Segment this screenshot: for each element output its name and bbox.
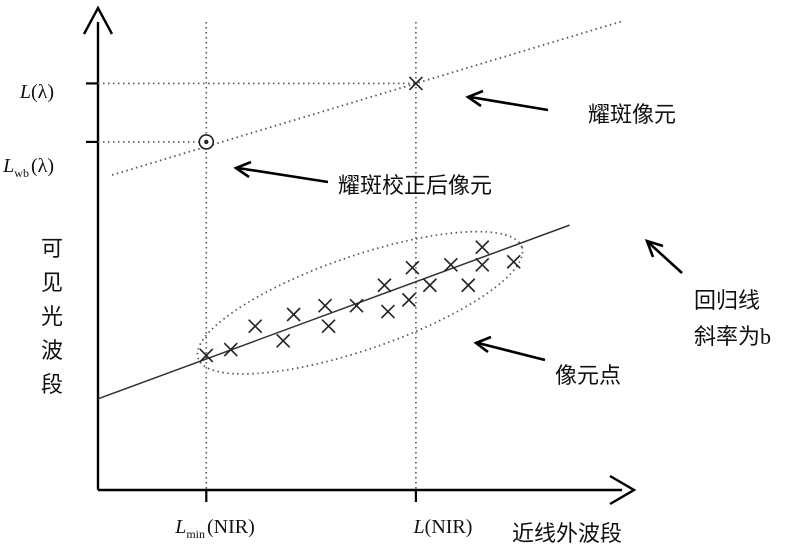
pixel-marker [422,278,437,293]
guide-lines [98,22,417,490]
pixel-marker-stroke [223,342,238,357]
plot-layer [97,20,623,400]
pixel-marker-stroke [405,260,420,275]
flare-line [111,20,623,176]
pixel-marker [475,257,490,272]
pixel-marker-stroke [461,278,476,293]
pixel-marker [475,240,490,255]
pixel-marker-stroke [377,278,392,293]
annotation-arrows [233,89,683,362]
annotation-flare: 耀斑像元 [588,102,676,127]
corrected-pixel-marker [198,134,215,150]
tick-marks [86,82,417,502]
y-axis-arrowhead [82,5,114,35]
pixel-marker-stroke [321,319,336,334]
pixel-marker-stroke [318,298,333,313]
pixel-marker-stroke [443,257,458,272]
y-tick-label-lambda: L(λ) [19,81,54,103]
arrow-pixel-point [473,335,546,362]
corrected-pixel-dot [204,139,209,145]
pixel-marker-stroke [380,304,396,319]
x-tick-label-lmin: Lmin(NIR) [174,516,255,541]
pixel-marker-stroke [286,307,301,322]
regression-line [97,224,570,400]
y-axis-title-char: 可 [41,236,63,261]
flare-pixel-marker [408,76,423,91]
pixel-marker [318,298,333,313]
pixel-marker-stroke [475,240,490,255]
annotation-regression-line2: 斜率为b [694,324,771,349]
pixel-marker [443,257,458,272]
pixel-marker [405,260,420,275]
pixel-marker [349,298,364,313]
x-axis-title: 近线外波段 [512,521,622,546]
pixel-marker-stroke [248,319,263,334]
arrow-corrected [233,160,329,184]
pixel-marker [380,304,396,319]
pixel-marker-stroke [401,292,416,307]
pixel-marker [401,292,416,307]
y-axis-title-char: 波 [41,338,63,363]
pixel-marker [199,348,214,363]
pixel-marker [321,319,336,334]
pixel-marker-stroke [349,298,364,313]
pixel-marker-stroke [199,348,214,363]
pixel-marker-stroke [276,333,291,348]
y-axis-title-char: 光 [41,304,63,329]
pixel-cluster-ellipse [196,230,524,375]
annotation-regression-line1: 回归线 [694,288,760,313]
flare-pixel-marker-stroke [408,76,423,91]
y-axis-title-char: 段 [41,372,63,397]
pixel-marker-stroke [422,278,437,293]
marker-layer [198,76,521,363]
y-axis-title-char: 见 [41,270,63,295]
pixel-marker [377,278,392,293]
pixel-marker [248,319,263,334]
x-axis-arrowhead [609,474,637,506]
annotation-corrected: 耀斑校正后像元 [338,173,492,198]
pixel-marker-stroke [475,257,490,272]
arrow-regression [644,238,683,274]
pixel-marker [223,342,238,357]
pixel-marker [506,254,521,269]
arrow-flare [465,89,549,112]
y-axis-title: 可 见 光 波 段 [41,236,63,397]
pixel-marker [286,307,301,322]
pixel-marker [461,278,476,293]
pixel-marker [276,333,291,348]
annotation-pixel-point: 像元点 [555,363,621,388]
x-tick-label-lnir: L(NIR) [413,516,473,538]
pixel-marker-stroke [506,254,521,269]
y-tick-label-lwb: Lwb(λ) [2,155,54,180]
